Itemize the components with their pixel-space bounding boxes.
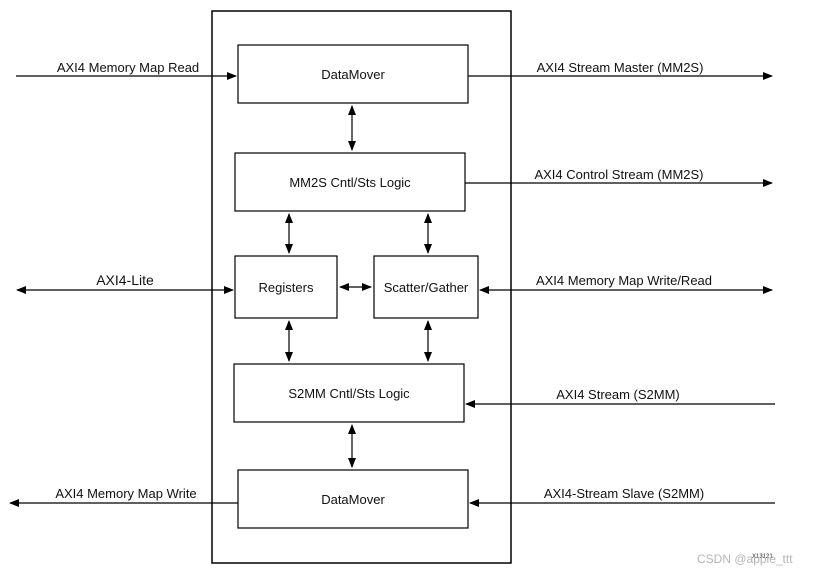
signal-axi4-mm-write-label: AXI4 Memory Map Write [55,486,196,501]
signal-axi4-mm-write-read: AXI4 Memory Map Write/Read [479,273,773,294]
signal-axi4-lite: AXI4-Lite [16,272,234,294]
signal-axi4-stream-slave: AXI4-Stream Slave (S2MM) [469,486,775,507]
signal-axi4-lite-label: AXI4-Lite [96,272,154,288]
block-datamover-top: DataMover [237,44,469,104]
block-s2mm-logic: S2MM Cntl/Sts Logic [233,363,465,423]
block-scatter-gather-label: Scatter/Gather [384,280,469,295]
block-mm2s-logic: MM2S Cntl/Sts Logic [234,152,466,212]
block-s2mm-logic-label: S2MM Cntl/Sts Logic [288,386,410,401]
block-datamover-bottom-label: DataMover [321,492,385,507]
signal-axi4-stream-s2mm-label: AXI4 Stream (S2MM) [556,387,680,402]
block-scatter-gather: Scatter/Gather [373,255,479,319]
block-registers: Registers [234,255,338,319]
watermark: CSDN @apple_ttt [697,552,793,566]
signal-axi4-stream-s2mm: AXI4 Stream (S2MM) [465,387,775,408]
signal-axi4-mm-read: AXI4 Memory Map Read [16,60,237,80]
signal-axi4-mm-write-read-label: AXI4 Memory Map Write/Read [536,273,712,288]
block-datamover-bottom: DataMover [237,469,469,529]
signal-axi4-mm-read-label: AXI4 Memory Map Read [57,60,199,75]
signal-axi4-mm-write: AXI4 Memory Map Write [9,486,238,507]
signal-axi4-control-stream-label: AXI4 Control Stream (MM2S) [534,167,703,182]
block-mm2s-logic-label: MM2S Cntl/Sts Logic [289,175,411,190]
signal-axi4-stream-slave-label: AXI4-Stream Slave (S2MM) [544,486,704,501]
signal-axi4-stream-master: AXI4 Stream Master (MM2S) [468,60,773,80]
figure-id: X13121 [752,554,773,560]
signal-axi4-control-stream: AXI4 Control Stream (MM2S) [465,167,773,187]
block-datamover-top-label: DataMover [321,67,385,82]
signal-axi4-stream-master-label: AXI4 Stream Master (MM2S) [537,60,704,75]
block-registers-label: Registers [259,280,314,295]
